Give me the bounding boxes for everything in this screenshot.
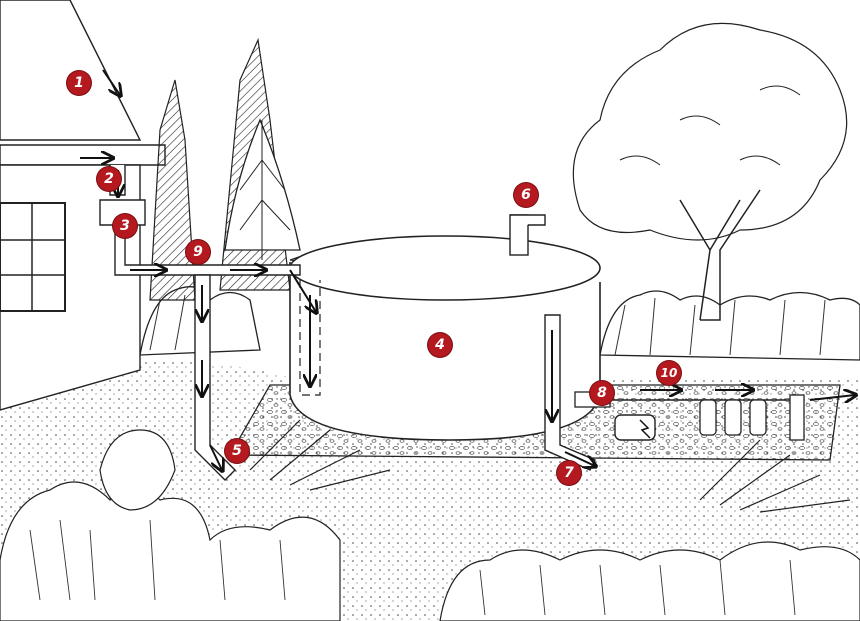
callout-7: 7 (557, 461, 581, 485)
callout-4: 4 (428, 333, 452, 357)
callout-6: 6 (514, 183, 538, 207)
callout-8: 8 (590, 381, 614, 405)
callout-1: 1 (67, 71, 91, 95)
callout-2: 2 (97, 167, 121, 191)
callout-5: 5 (225, 439, 249, 463)
tree (573, 23, 846, 320)
callout-10: 10 (657, 361, 681, 385)
callout-3: 3 (113, 214, 137, 238)
callout-9: 9 (186, 240, 210, 264)
